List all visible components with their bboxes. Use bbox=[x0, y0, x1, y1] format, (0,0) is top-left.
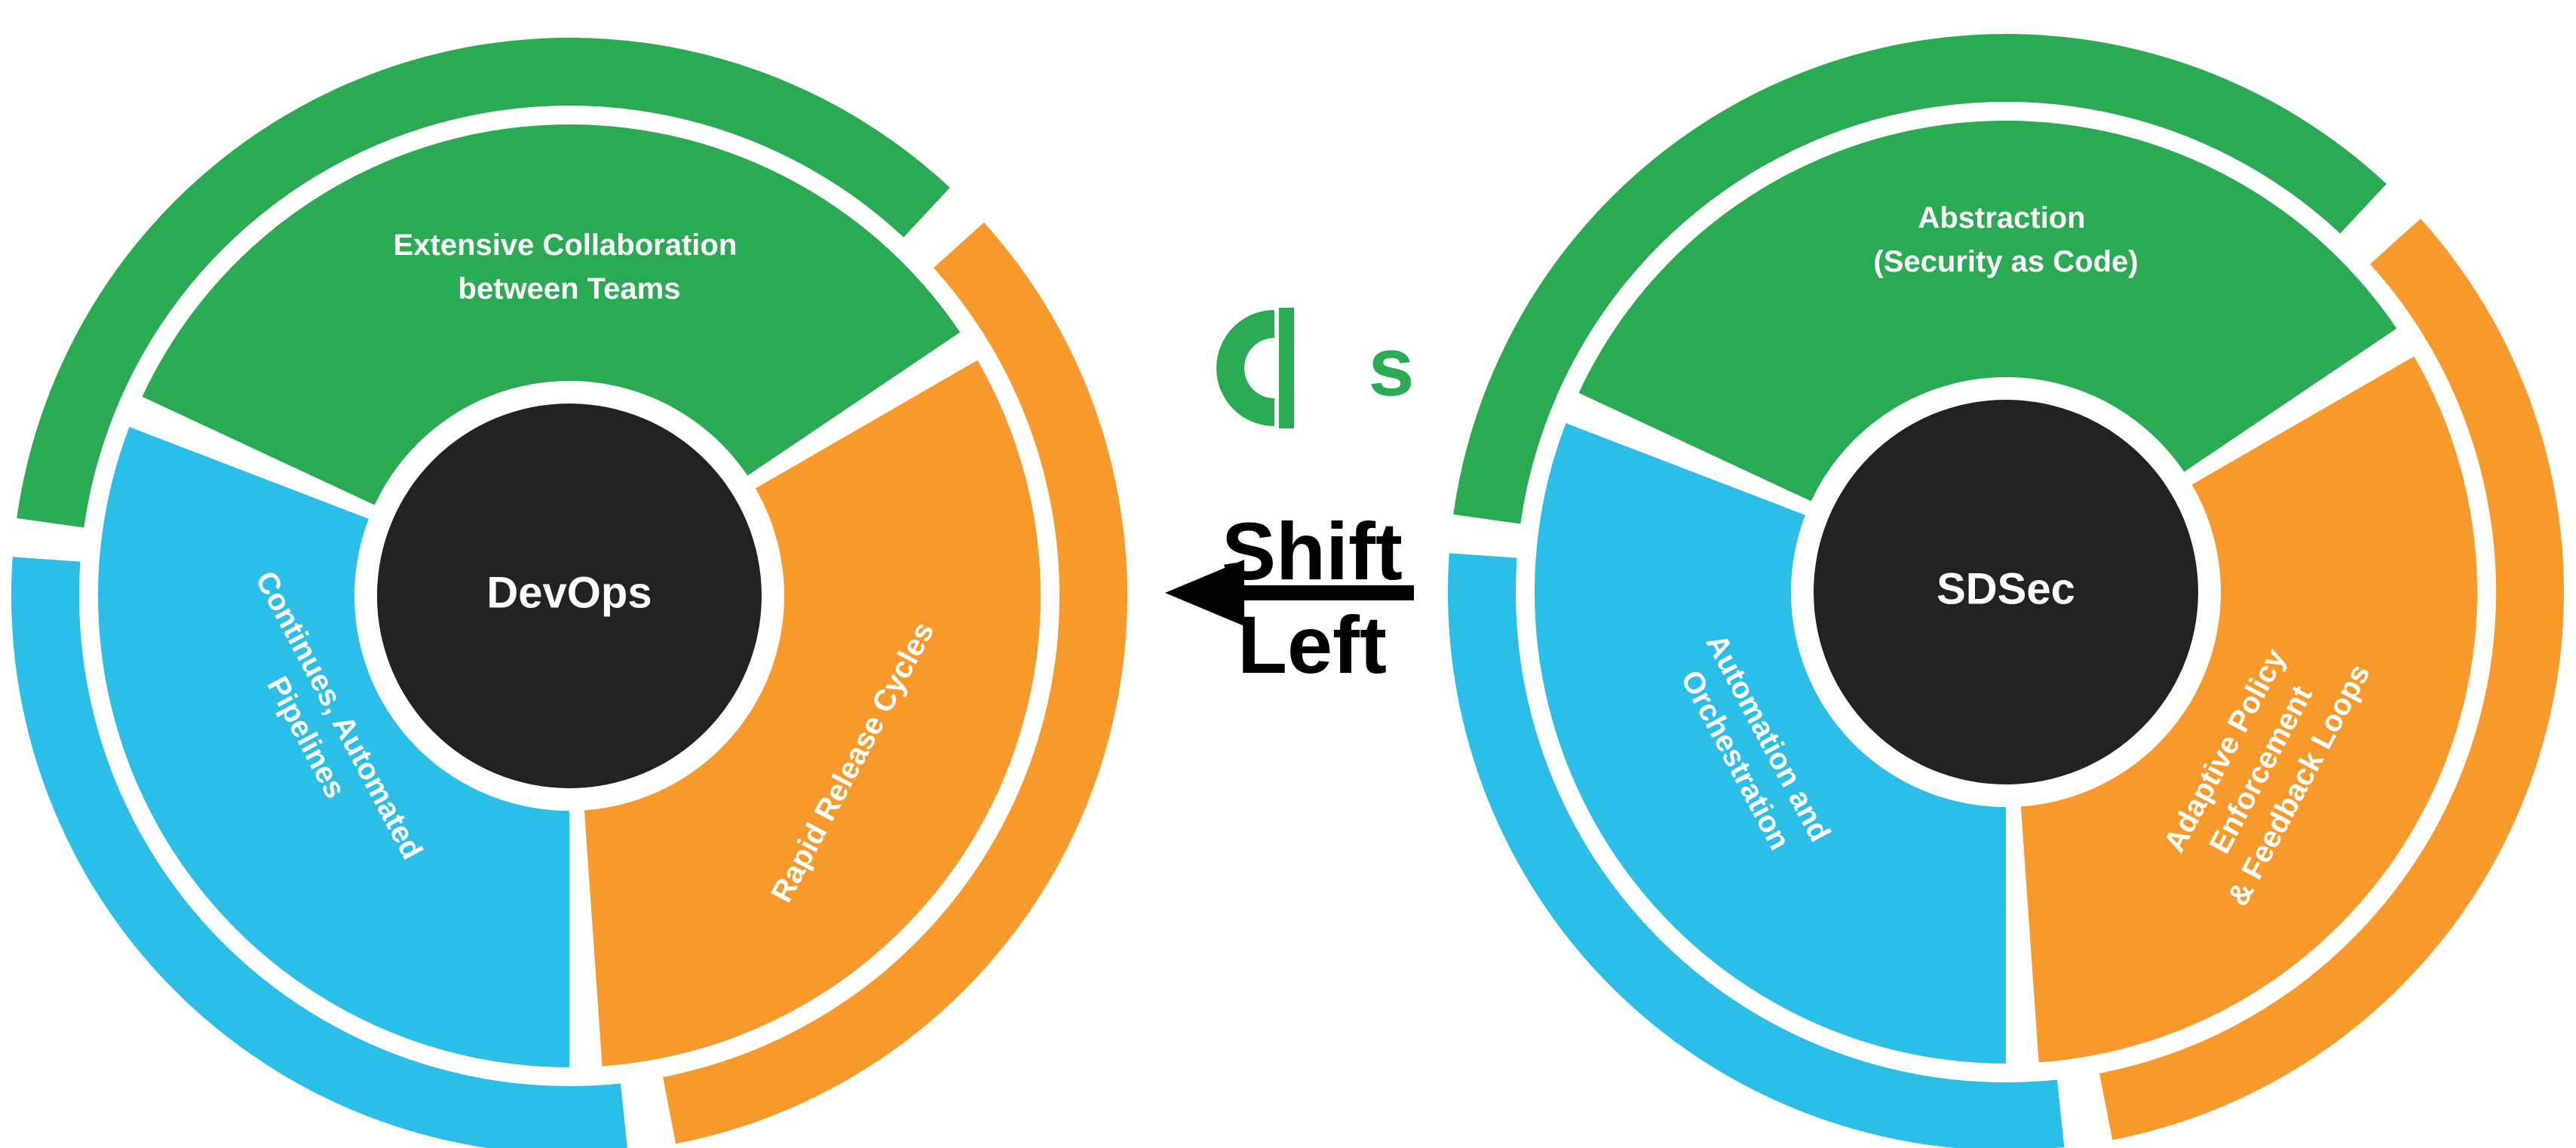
sdsec-inner-green-segment bbox=[1578, 121, 2397, 502]
devops-center-label: DevOps bbox=[486, 568, 652, 617]
arrow-left-icon bbox=[1165, 560, 1244, 626]
sdsec-outer-blue-arc bbox=[1448, 553, 2065, 1148]
left-label: Left bbox=[1237, 599, 1387, 690]
logo-letter: s bbox=[1368, 321, 1414, 413]
sdsec-outer-orange-arc bbox=[2099, 218, 2564, 1140]
shift-left-arrow: Shift Left bbox=[1165, 505, 1414, 690]
sdsec-top-line-2: (Security as Code) bbox=[1873, 245, 2138, 278]
arrow-shaft bbox=[1229, 585, 1414, 600]
sdsec-outer-green-arc bbox=[1453, 34, 2387, 524]
devops-top-line-1: Extensive Collaboration bbox=[394, 229, 738, 262]
sdsec-outer-ring bbox=[1448, 34, 2564, 1148]
logo-left-half-ring bbox=[1216, 310, 1274, 426]
sdsec-top-line-1: Abstraction bbox=[1918, 201, 2085, 235]
logo-center-bar bbox=[1279, 308, 1294, 428]
devops-outer-ring bbox=[11, 37, 1127, 1148]
devops-outer-green-arc bbox=[17, 37, 950, 528]
sdsec-hub bbox=[1814, 400, 2198, 784]
devops-inner-blue-segment bbox=[97, 427, 569, 1067]
sdsec-right-label: Adaptive Policy Enforcement & Feedback L… bbox=[2149, 621, 2376, 911]
devops-wheel: DevOps Extensive Collaboration between T… bbox=[11, 37, 1127, 1148]
devops-inner-ring bbox=[97, 124, 1041, 1067]
devops-outer-orange-arc bbox=[663, 222, 1127, 1144]
sdsec-inner-ring bbox=[1534, 121, 2477, 1064]
sdsec-top-label: Abstraction (Security as Code) bbox=[1873, 201, 2138, 278]
power-toggle-logo-icon: s bbox=[1216, 308, 1415, 428]
devops-inner-orange-segment bbox=[584, 360, 1041, 1067]
shift-label: Shift bbox=[1222, 505, 1403, 597]
devops-outer-blue-arc bbox=[11, 557, 627, 1148]
sdsec-inner-blue-segment bbox=[1534, 423, 2006, 1064]
sdsec-wheel: SDSec Abstraction (Security as Code) Aut… bbox=[1448, 34, 2564, 1148]
devops-inner-green-segment bbox=[142, 124, 961, 505]
devops-top-line-2: between Teams bbox=[458, 272, 681, 305]
devops-hub bbox=[377, 404, 762, 788]
devops-top-label: Extensive Collaboration between Teams bbox=[394, 229, 746, 305]
sdsec-inner-orange-segment bbox=[2020, 356, 2477, 1063]
sdsec-center-label: SDSec bbox=[1937, 564, 2075, 613]
